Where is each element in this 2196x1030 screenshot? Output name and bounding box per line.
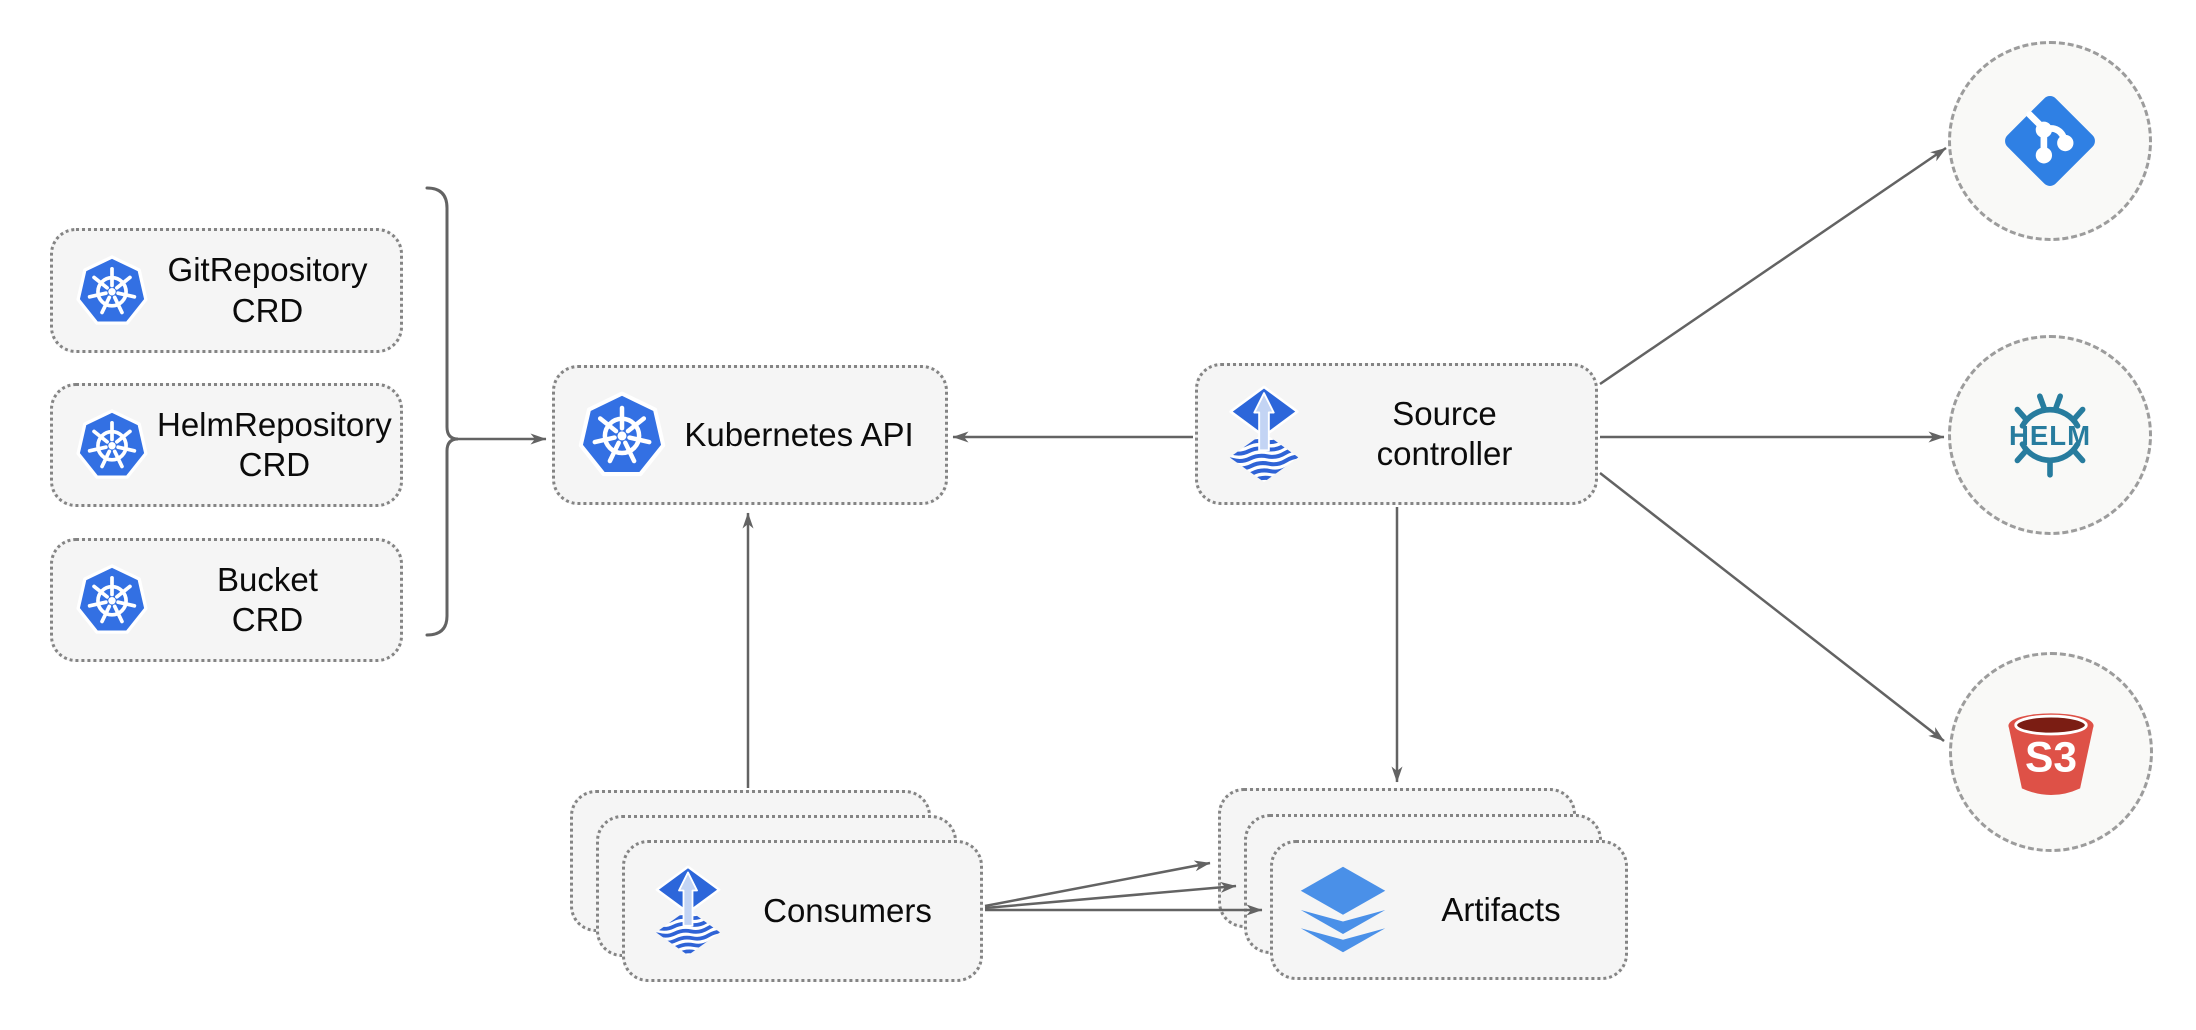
s3-logo-text: S3 <box>2025 733 2077 781</box>
git-icon <box>2005 96 2095 186</box>
crd-group-bracket <box>425 186 459 637</box>
kubernetes-icon <box>75 254 149 328</box>
flux-source-controller-icon <box>1220 385 1308 484</box>
node-label: Bucket CRD <box>217 560 318 638</box>
node-consumers: Consumers <box>622 840 983 982</box>
s3-bucket-icon: S3 <box>2008 712 2094 795</box>
node-label: GitRepository CRD <box>167 251 368 329</box>
helm-icon: HELM <box>2009 393 2091 478</box>
layers-icon <box>1300 866 1386 953</box>
node-label: HelmRepository CRD <box>157 405 392 483</box>
node-label: Kubernetes API <box>684 415 914 453</box>
edge-consumers-to-artifacts-1 <box>984 860 1211 908</box>
kubernetes-icon <box>75 563 149 637</box>
node-helm-repository-crd: HelmRepository CRD <box>50 383 403 507</box>
kubernetes-icon <box>75 408 149 482</box>
node-label: Source controller <box>1376 394 1513 472</box>
kubernetes-icon <box>577 390 667 480</box>
node-kubernetes-api: Kubernetes API <box>552 365 948 505</box>
node-bucket-crd: Bucket CRD <box>50 538 403 662</box>
node-label: Consumers <box>763 891 932 929</box>
edge-source-controller-to-git <box>1599 146 1947 386</box>
node-git-repository-crd: GitRepository CRD <box>50 228 403 353</box>
node-s3-provider: S3 <box>1949 652 2153 852</box>
edge-source-controller-to-s3 <box>1599 472 1945 742</box>
node-helm-provider: HELM <box>1948 335 2152 535</box>
flux-source-controller-icon <box>647 865 729 957</box>
node-artifacts: Artifacts <box>1270 840 1628 980</box>
node-label: Artifacts <box>1441 890 1561 928</box>
edge-consumers-to-artifacts-2 <box>984 881 1237 910</box>
node-git-provider <box>1948 41 2152 241</box>
node-source-controller: Source controller <box>1195 363 1598 505</box>
helm-logo-text: HELM <box>2009 420 2091 451</box>
